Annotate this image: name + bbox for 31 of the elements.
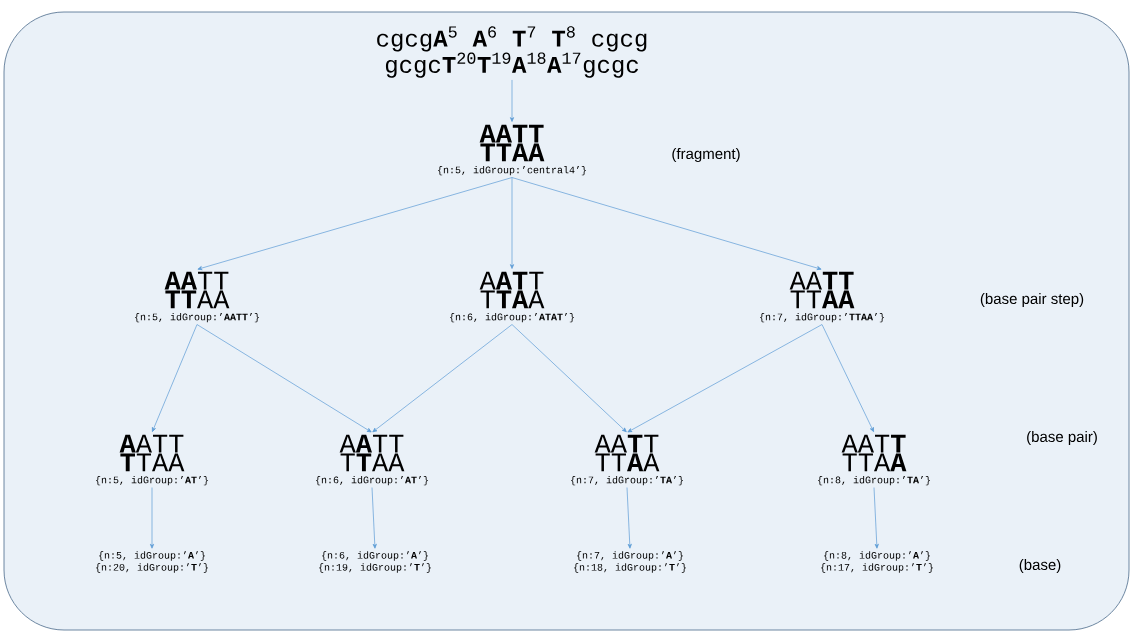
level-label: (base pair) [1027,431,1097,445]
base-text: {n:8, idGroup:’A’} {n:17, idGroup:’T’} [821,551,933,573]
strand-text: AATT TTAA {n:5, idGroup:’central4’} [438,124,586,176]
level-label: (base pair step) [980,293,1084,307]
arrow [509,79,515,122]
arrow [626,487,632,549]
strand-text: AATT TTAA {n:8, idGroup:’TA’} [818,434,930,486]
arrow [511,177,822,271]
strand-text: AATT TTAA {n:6, idGroup:’ATAT’} [450,271,574,323]
strand-text: AATT TTAA {n:5, idGroup:’AATT’} [135,271,259,323]
strand-text: AATT TTAA {n:6, idGroup:’AT’} [316,434,428,486]
arrow [152,324,198,432]
level-label: (fragment) [672,148,740,162]
base-text: {n:6, idGroup:’A’} {n:19, idGroup:’T’} [319,551,431,573]
strand-text: AATT TTAA {n:7, idGroup:’TA’} [571,434,683,486]
sequence-text: cgcgA$^{5}$ A$^{6}$ T$^{7}$ T$^{8}$ cgcg gcgcT$^{20}$T$^{19}$A$^{18}$A$^{17}$gcgc [377,26,647,78]
base-text: {n:5, idGroup:’A’} {n:20, idGroup:’T’} [96,551,208,573]
arrow [873,487,879,549]
arrow [149,487,155,549]
arrow [371,487,377,549]
arrow [821,324,874,433]
arrow [196,324,372,433]
arrow [511,324,627,433]
strand-text: AATT TTAA {n:7, idGroup:’TTAA’} [760,271,884,323]
base-text: {n:7, idGroup:’A’} {n:18, idGroup:’T’} [574,551,686,573]
arrow [627,324,823,433]
arrow [197,177,513,271]
strand-text: AATT TTAA {n:5, idGroup:’AT’} [96,434,208,486]
level-label: (base) [1019,559,1061,573]
arrow [509,177,515,269]
arrow [372,324,513,433]
